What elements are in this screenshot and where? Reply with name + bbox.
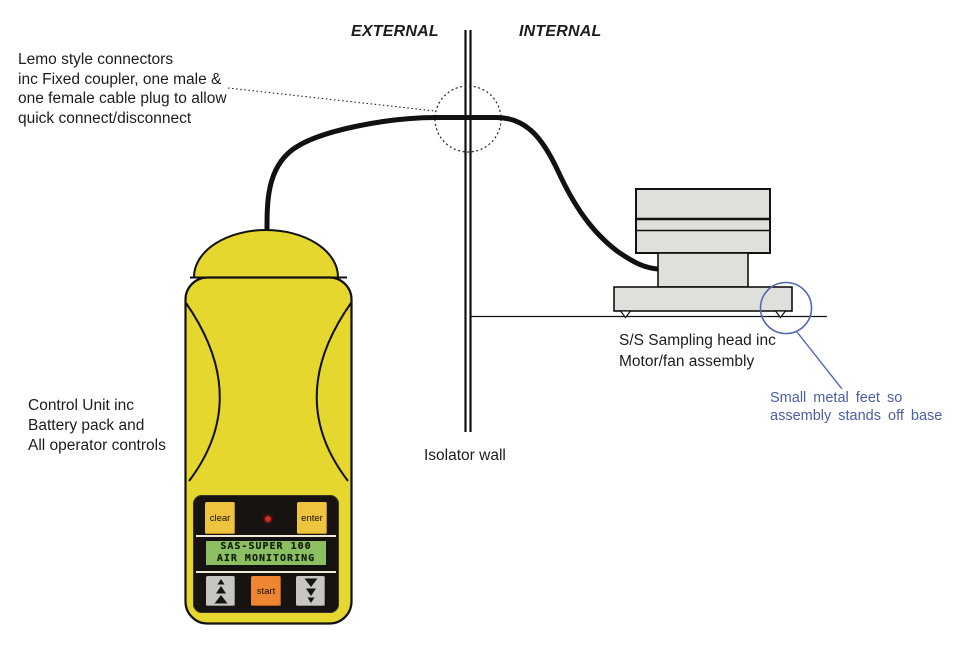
grip-arc-right [315,302,352,482]
control-unit-note-line-3: All operator controls [28,437,166,454]
feet-leader-line [796,331,843,390]
up-button [206,576,235,606]
lemo-leader-dotted-line [227,87,436,112]
sampling-head-top-box [635,188,771,254]
sampling-head-note-line-2: Motor/fan assembly [619,353,755,370]
sampling-head [613,188,793,319]
metal-feet-note: Small metal feet so assembly stands off … [770,389,942,425]
down-button [296,576,325,606]
lemo-note-line-2: inc Fixed coupler, one male & [18,70,222,88]
isolator-wall-label: Isolator wall [424,447,506,464]
enter-button: enter [297,502,327,534]
down-arrows-icon [304,578,317,603]
sampling-head-base [613,286,793,312]
sampling-head-note-line-1: S/S Sampling head inc [619,332,776,349]
metal-feet-note-line-2: assembly stands off base [770,408,943,424]
cable [264,115,661,272]
lemo-note-line-3: one female cable plug to allow [18,90,227,107]
lcd-display: SAS-SUPER 100 AIR MONITORING [204,539,328,567]
internal-zone-label: INTERNAL [519,23,602,40]
control-unit-note-line-2: Battery pack and [28,417,145,434]
lcd-line-2: AIR MONITORING [216,553,316,564]
isolator-wall [464,30,472,432]
control-unit-note: Control Unit inc Battery pack and All op… [28,396,166,456]
lemo-note-line-4: quick connect/disconnect [18,109,192,127]
panel-divider-top [196,535,336,537]
clear-button: clear [205,502,235,534]
lemo-connector-note: Lemo style connectors inc Fixed coupler,… [18,50,227,128]
sampling-head-note: S/S Sampling head inc Motor/fan assembly [619,330,776,372]
control-panel: clear enter SAS-SUPER 100 AIR MONITORING… [193,495,339,613]
metal-foot-right [774,310,787,319]
sampling-head-neck [657,252,749,288]
lemo-note-line-1: Lemo style connectors [18,51,174,68]
panel-divider-bottom [196,571,336,573]
control-unit-note-line-1: Control Unit inc [28,397,134,414]
lcd-line-1: SAS-SUPER 100 [220,541,312,552]
metal-feet-note-line-1: Small metal feet so [770,390,903,406]
control-unit-dome [193,229,339,278]
feet-highlight-circle [759,281,813,335]
external-zone-label: EXTERNAL [351,23,439,40]
start-button: start [251,576,281,606]
power-led [265,516,271,522]
grip-arc-left [185,302,221,482]
metal-foot-left [619,310,632,319]
up-arrows-icon [214,579,227,604]
